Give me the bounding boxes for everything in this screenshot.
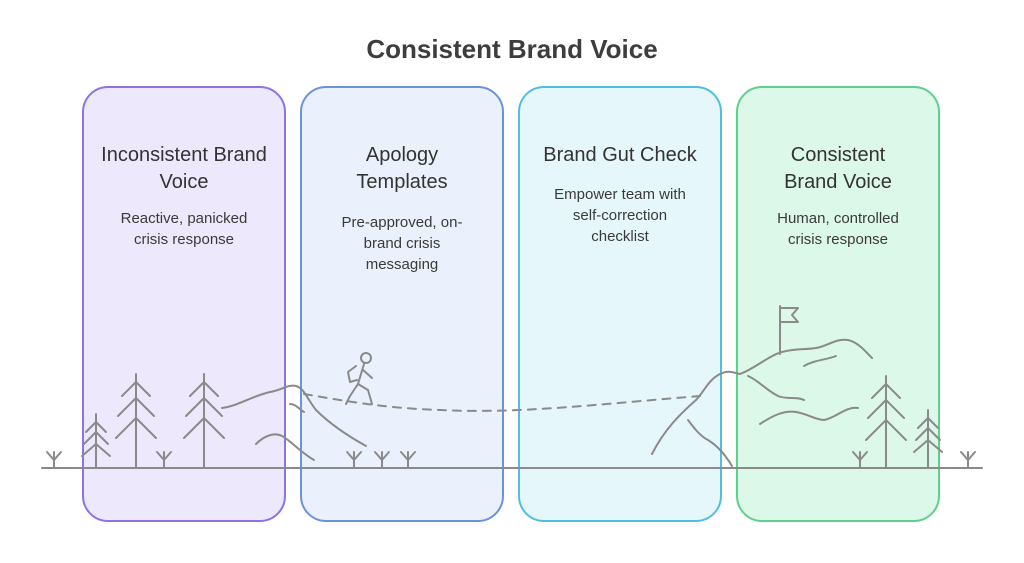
panel-brand-gut-check: Brand Gut Check Empower team with self-c… [518, 86, 722, 522]
diagram-title: Consistent Brand Voice [366, 34, 658, 64]
grass-icon [46, 451, 62, 469]
panel-heading: Brand Gut Check [543, 144, 697, 166]
grass-icon [960, 451, 976, 469]
grass-icon [852, 451, 868, 469]
mountain-detail [759, 406, 859, 425]
panel-heading: Apology Templates [356, 144, 448, 193]
mountain-outline [739, 338, 873, 375]
pine-tree-icon [913, 409, 943, 469]
grass-icon [374, 451, 390, 469]
flag-icon [779, 305, 799, 355]
grass-icon [156, 451, 172, 469]
panel-description: Reactive, panicked crisis response [120, 210, 248, 248]
hill-outline [221, 384, 367, 447]
panel-inconsistent-brand-voice: Inconsistent Brand Voice Reactive, panic… [82, 86, 286, 522]
panel-description: Human, controlled crisis response [777, 210, 899, 248]
mountain-outline [651, 370, 741, 455]
hill-outline [255, 433, 315, 461]
mountain-detail [747, 375, 805, 401]
panel-consistent-brand-voice: Consistent Brand Voice Human, controlled… [736, 86, 940, 522]
pine-tree-icon [865, 375, 907, 469]
pine-tree-icon [115, 373, 157, 469]
panel-description: Empower team with self-correction checkl… [554, 186, 686, 245]
panel-heading: Inconsistent Brand Voice [101, 144, 267, 193]
panel-heading: Consistent Brand Voice [784, 144, 892, 193]
pine-tree-icon [81, 413, 111, 469]
dashed-path [303, 393, 701, 412]
pine-tree-icon [183, 373, 225, 469]
hill-detail [289, 403, 305, 413]
mountain-outline [687, 419, 733, 467]
hiker-icon [345, 352, 373, 405]
grass-icon [400, 451, 416, 469]
panel-apology-templates: Apology Templates Pre-approved, on-brand… [300, 86, 504, 522]
panel-description: Pre-approved, on-brand crisis messaging [341, 214, 463, 273]
grass-icon [346, 451, 362, 469]
mountain-detail [803, 355, 837, 367]
